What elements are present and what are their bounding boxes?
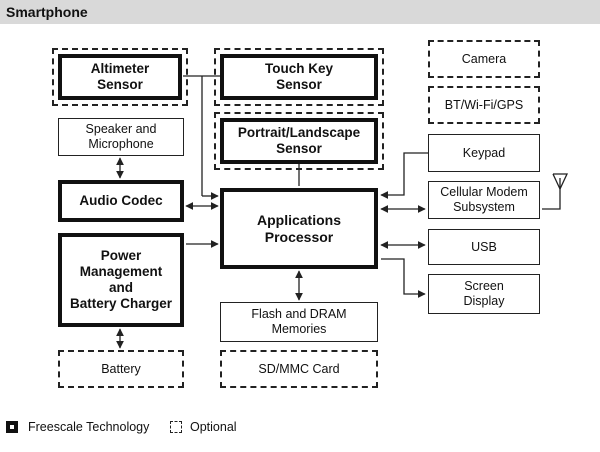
keypad-block: Keypad	[428, 134, 540, 172]
optional-swatch-icon	[170, 421, 182, 433]
legend-optional-label: Optional	[190, 420, 237, 434]
usb-block: USB	[428, 229, 540, 265]
title-bar: Smartphone	[0, 0, 600, 24]
legend-freescale: Freescale Technology	[6, 420, 149, 434]
portrait-optional-wrap	[214, 112, 384, 170]
cellular-modem-block: Cellular Modem Subsystem	[428, 181, 540, 219]
altimeter-optional-wrap	[52, 48, 188, 106]
battery-block: Battery	[58, 350, 184, 388]
portrait-landscape-sensor-block: Portrait/Landscape Sensor	[220, 118, 378, 164]
processor-screen-arrow	[381, 258, 426, 298]
speaker-microphone-block: Speaker and Microphone	[58, 118, 184, 156]
screen-display-block: Screen Display	[428, 274, 540, 314]
flash-dram-block: Flash and DRAM Memories	[220, 302, 378, 342]
touch-key-optional-wrap	[214, 48, 384, 106]
legend-freescale-label: Freescale Technology	[28, 420, 150, 434]
antenna-icon	[552, 173, 569, 191]
touch-key-sensor-block: Touch Key Sensor	[220, 54, 378, 100]
altimeter-sensor-block: Altimeter Sensor	[58, 54, 182, 100]
page-title: Smartphone	[6, 4, 88, 20]
camera-block: Camera	[428, 40, 540, 78]
sd-mmc-card-block: SD/MMC Card	[220, 350, 378, 388]
legend-optional: Optional	[170, 420, 237, 434]
power-management-block: Power Management and Battery Charger	[58, 233, 184, 327]
applications-processor-block: Applications Processor	[220, 188, 378, 269]
bt-wifi-gps-block: BT/Wi-Fi/GPS	[428, 86, 540, 124]
keypad-processor-arrow	[380, 152, 428, 199]
audio-codec-block: Audio Codec	[58, 180, 184, 222]
freescale-swatch-icon	[6, 421, 18, 433]
